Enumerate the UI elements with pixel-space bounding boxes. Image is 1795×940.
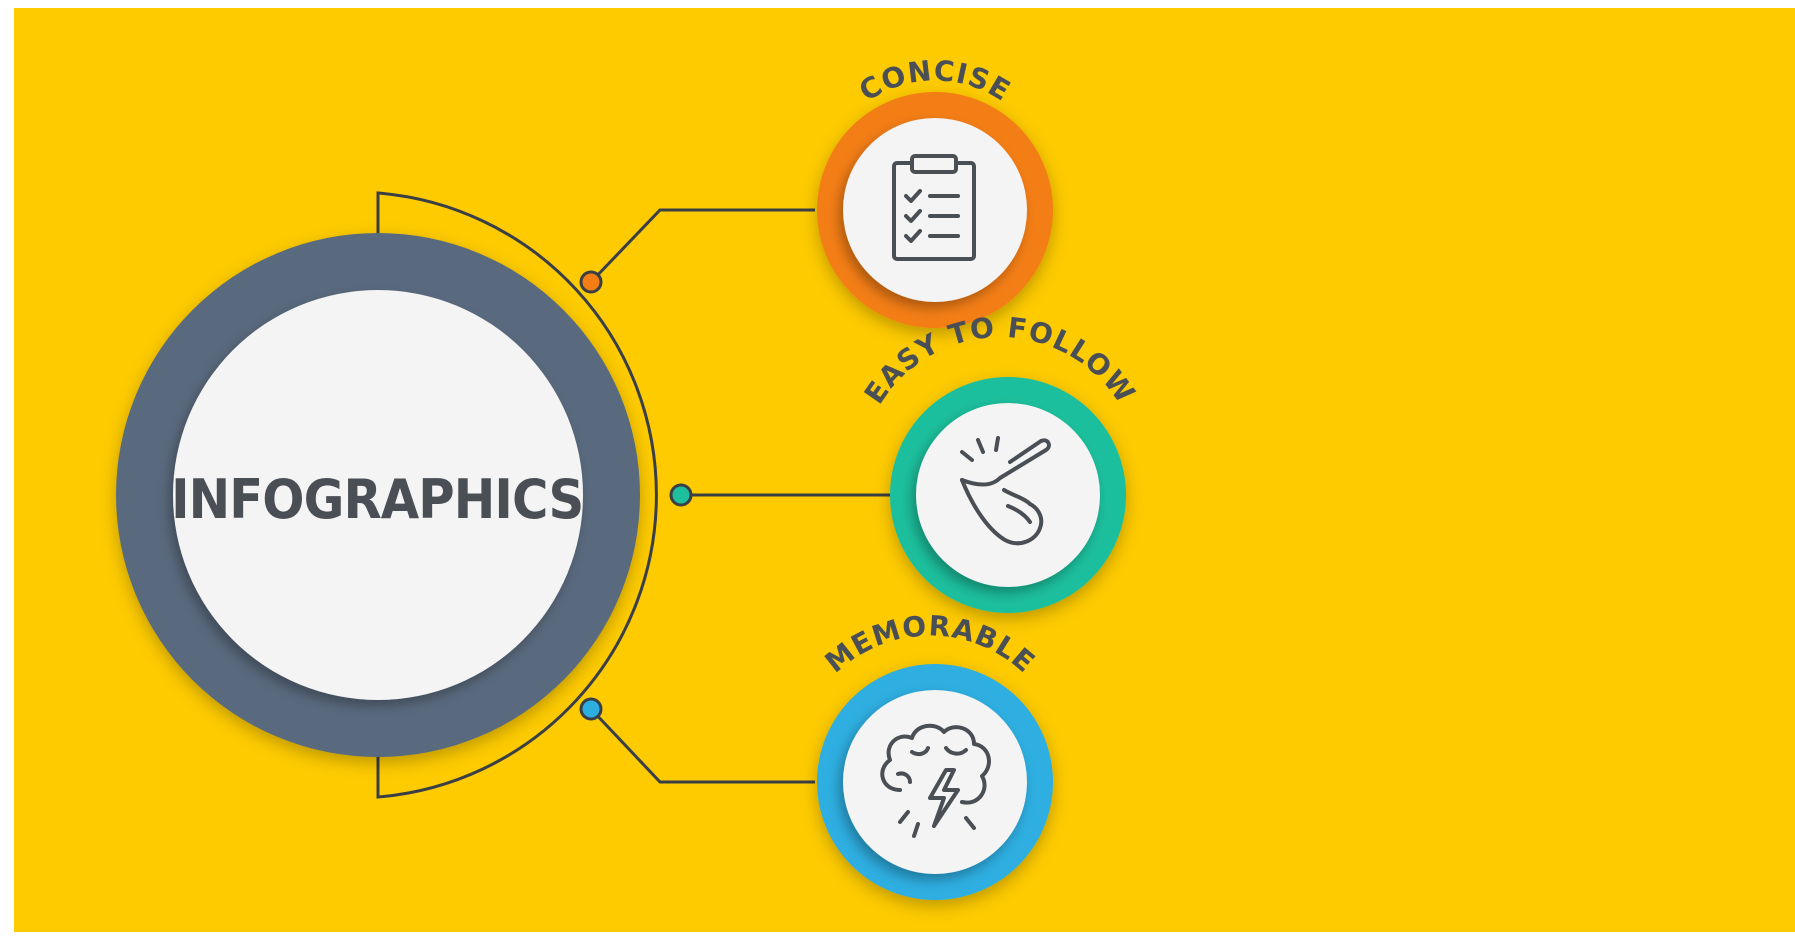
connector-memorable [589,707,815,784]
connector-dot-concise [579,270,603,294]
hub-title: INFOGRAPHICS [171,469,583,531]
clipboard-checklist-icon [892,154,976,261]
hub-circle: INFOGRAPHICS [116,233,640,757]
item-concise: CONCISE [817,54,1053,328]
item-easy-to-follow: EASY TO FOLLOW [858,311,1141,613]
snapping-fingers-icon [960,436,1051,546]
connector-dot-easy [669,483,693,507]
connector-concise [589,208,815,284]
brain-lightning-icon [880,723,991,838]
bracket-arc [376,191,658,799]
connector-dot-memorable [579,697,603,721]
connector-lines [376,191,890,799]
item-memorable: MEMORABLE [817,609,1053,900]
